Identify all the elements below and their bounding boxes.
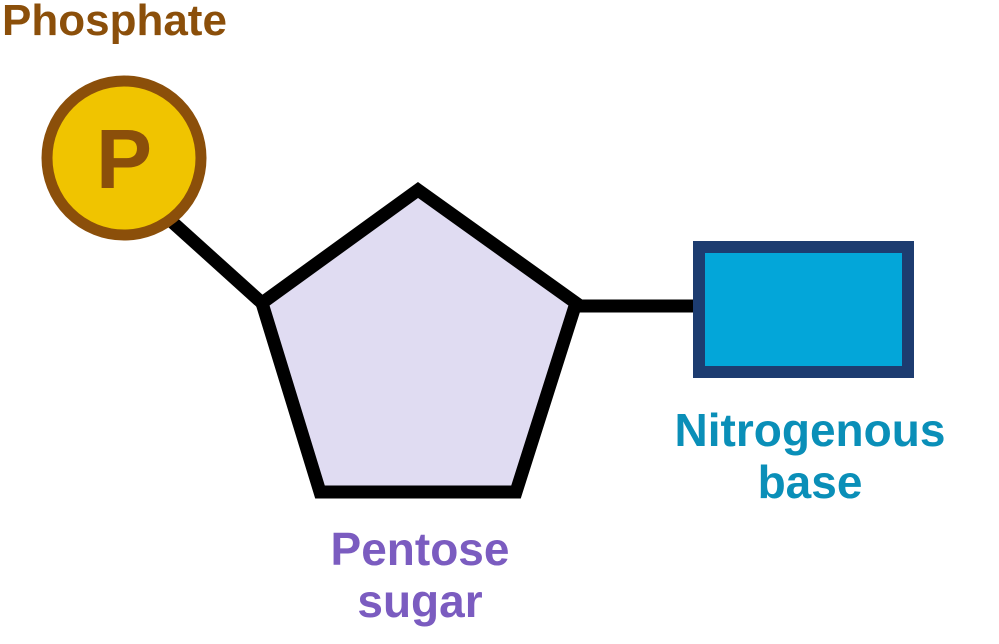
nitrogenous-base-label: Nitrogenous base xyxy=(660,404,960,508)
phosphate-circle xyxy=(41,75,207,241)
pentose-sugar-label-line1: Pentose xyxy=(330,523,510,575)
phosphate-sugar-bond xyxy=(165,215,267,308)
phosphate-symbol: P xyxy=(96,112,152,206)
phosphate-label: Phosphate xyxy=(2,0,227,45)
nitrogenous-base-label-line1: Nitrogenous xyxy=(674,404,946,456)
pentose-sugar-pentagon xyxy=(254,181,584,499)
pentose-sugar-label: Pentose sugar xyxy=(270,523,570,627)
nitrogenous-base-label-line2: base xyxy=(757,455,863,508)
pentose-sugar-label-line2: sugar xyxy=(357,574,483,627)
nitrogenous-base-rectangle xyxy=(693,241,914,378)
